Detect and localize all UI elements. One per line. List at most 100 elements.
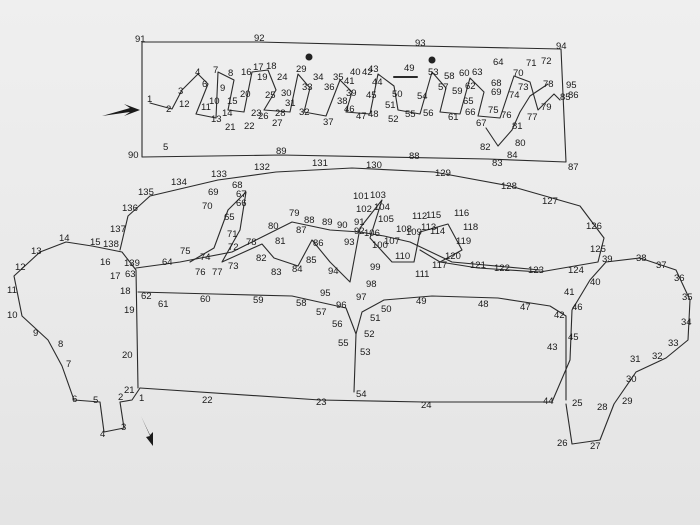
sofa-number-label: 72 (228, 242, 239, 253)
sign-number-label: 80 (515, 138, 526, 149)
sofa-number-label: 42 (554, 310, 565, 321)
sofa-number-label: 87 (296, 225, 307, 236)
sofa-number-label: 118 (463, 222, 478, 233)
sign-number-label: 13 (211, 114, 222, 125)
sign-number-label: 1 (147, 94, 152, 105)
sign-number-label: 70 (513, 68, 524, 79)
sign-number-label: 88 (409, 151, 420, 162)
sofa-number-label: 102 (356, 204, 372, 215)
sign-number-label: 76 (501, 110, 512, 121)
sofa-number-label: 129 (435, 168, 451, 179)
sofa-number-label: 89 (322, 217, 333, 228)
sofa-number-label: 96 (336, 300, 347, 311)
sofa-number-label: 103 (370, 190, 386, 201)
sofa-number-label: 30 (626, 374, 637, 385)
sofa-number-label: 34 (681, 317, 692, 328)
sofa-number-label: 39 (602, 254, 613, 265)
sign-number-label: 50 (392, 89, 403, 100)
sofa-number-label: 101 (353, 191, 369, 202)
sign-number-label: 73 (518, 82, 529, 93)
sofa-number-label: 28 (597, 402, 608, 413)
sign-number-label: 11 (201, 102, 211, 113)
sign-number-label: 58 (444, 71, 455, 82)
sign-number-label: 93 (415, 38, 426, 49)
sign-number-label: 29 (296, 64, 307, 75)
sofa-number-label: 64 (162, 257, 173, 268)
sofa-number-label: 15 (90, 237, 101, 248)
sofa-number-label: 12 (15, 262, 26, 273)
sofa-number-label: 56 (332, 319, 343, 330)
sign-number-label: 79 (541, 102, 552, 113)
sofa-number-label: 59 (253, 295, 264, 306)
sign-number-label: 22 (244, 121, 255, 132)
sofa-number-label: 95 (320, 288, 331, 299)
sign-number-label: 74 (509, 90, 520, 101)
sign-number-label: 28 (275, 108, 286, 119)
sign-number-label: 6 (202, 79, 207, 90)
sofa-number-label: 75 (180, 246, 191, 257)
sofa-number-label: 36 (674, 273, 685, 284)
sofa-number-label: 78 (246, 237, 257, 248)
sofa-number-label: 54 (356, 389, 367, 400)
sofa-number-label: 116 (454, 208, 469, 219)
sofa-number-label: 38 (636, 253, 647, 264)
sofa-number-label: 127 (542, 196, 558, 207)
sign-number-label: 45 (366, 90, 377, 101)
sofa-number-label: 26 (557, 438, 568, 449)
sign-number-label: 59 (452, 86, 463, 97)
sofa-number-label: 132 (254, 162, 270, 173)
sofa-number-label: 37 (656, 260, 667, 271)
sign-number-label: 90 (128, 150, 139, 161)
sign-number-label: 38 (337, 96, 348, 107)
sign-number-label: 35 (333, 72, 344, 83)
sofa-number-label: 40 (590, 277, 601, 288)
sofa-number-label: 18 (120, 286, 131, 297)
sofa-number-label: 139 (124, 258, 140, 269)
sofa-number-label: 68 (232, 180, 243, 191)
sofa-number-label: 55 (338, 338, 349, 349)
sofa-number-label: 93 (344, 237, 355, 248)
sign-number-label: 61 (448, 112, 459, 123)
sofa-number-label: 112 (412, 211, 427, 222)
sign-number-label: 71 (526, 58, 537, 69)
sign-number-label: 53 (428, 67, 439, 78)
sofa-number-label: 2 (118, 392, 123, 403)
sofa-number-label: 86 (313, 238, 324, 249)
sign-number-label: 32 (299, 107, 310, 118)
sofa-number-label: 27 (590, 441, 601, 452)
sign-number-label: 3 (178, 86, 183, 97)
sofa-number-label: 136 (122, 203, 138, 214)
sofa-number-label: 61 (158, 299, 169, 310)
sign-number-label: 87 (568, 162, 579, 173)
sign-number-label: 89 (276, 146, 287, 157)
sign-number-label: 26 (258, 111, 269, 122)
sofa-number-label: 66 (236, 198, 247, 209)
sofa-number-label: 4 (100, 429, 105, 440)
sofa-number-label: 23 (316, 397, 327, 408)
sofa-number-label: 88 (304, 215, 315, 226)
sofa-number-label: 25 (572, 398, 583, 409)
sofa-number-label: 8 (58, 339, 63, 350)
sign-number-label: 36 (324, 82, 335, 93)
sign-number-label: 92 (254, 33, 265, 44)
sign-number-label: 82 (480, 142, 491, 153)
sofa-number-label: 52 (364, 329, 375, 340)
sofa-number-label: 70 (202, 201, 213, 212)
sofa-number-label: 14 (59, 233, 70, 244)
sign-number-label: 15 (227, 96, 238, 107)
sofa-number-label: 6 (72, 394, 77, 405)
sofa-number-label: 119 (456, 236, 471, 247)
sign-number-label: 46 (344, 104, 355, 115)
sofa-number-label: 130 (366, 160, 382, 171)
sign-number-label: 94 (556, 41, 567, 52)
sofa-number-label: 135 (138, 187, 154, 198)
sofa-number-label: 17 (110, 271, 121, 282)
sofa-number-label: 82 (256, 253, 267, 264)
sofa-number-label: 7 (66, 359, 71, 370)
sign-number-label: 33 (302, 82, 313, 93)
sofa-number-label: 21 (124, 385, 135, 396)
sign-number-label: 9 (220, 83, 225, 94)
sign-number-label: 7 (213, 65, 218, 76)
sign-number-label: 19 (257, 72, 268, 83)
